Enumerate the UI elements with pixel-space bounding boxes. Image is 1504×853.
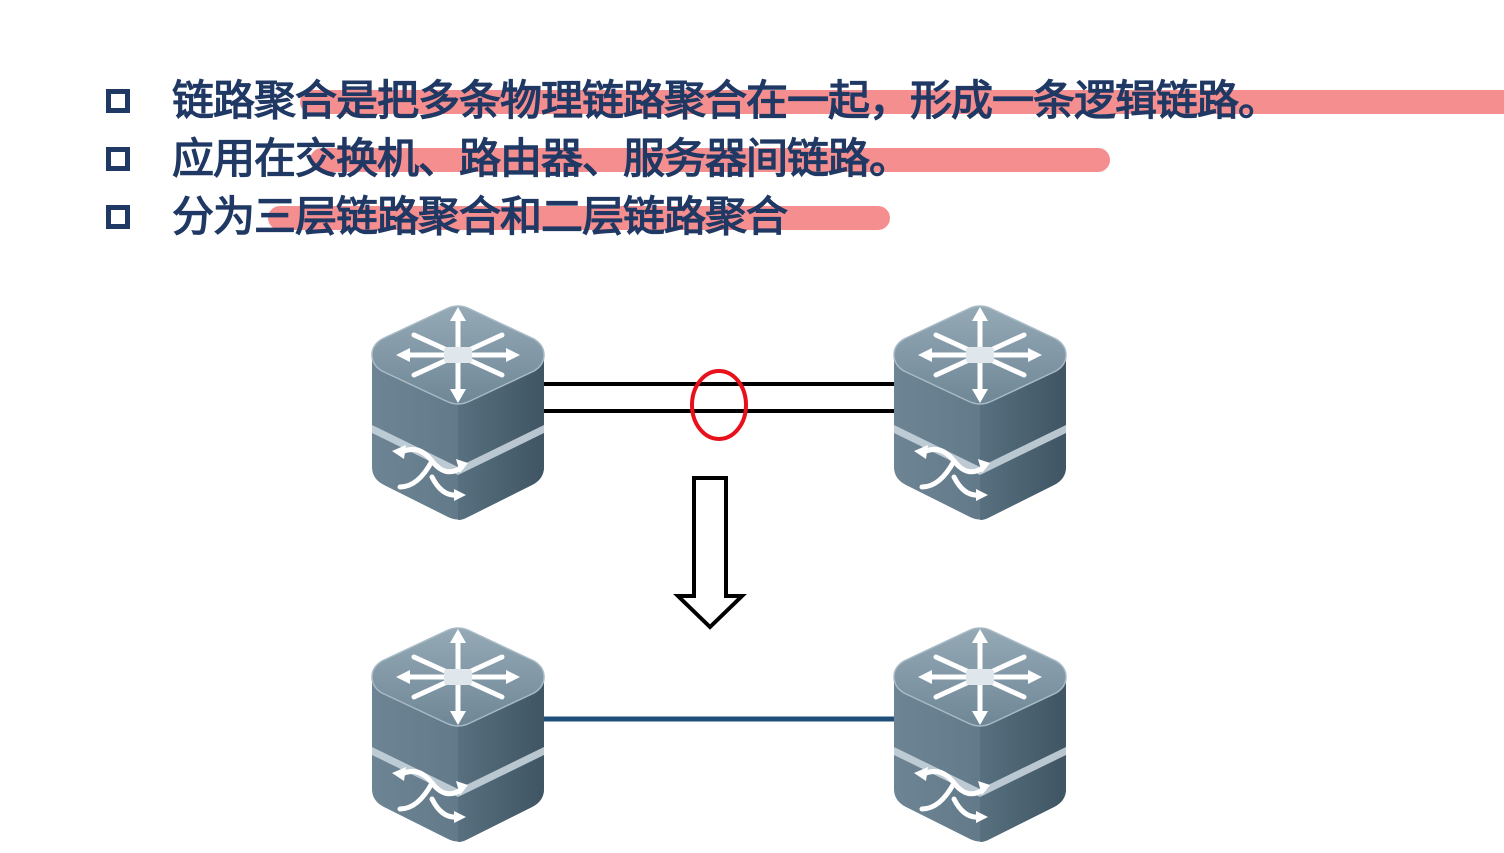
bullet-text: 分为三层链路聚合和二层链路聚合 xyxy=(172,192,788,241)
square-bullet-icon xyxy=(106,205,130,229)
square-bullet-icon xyxy=(106,89,130,113)
down-arrow-icon xyxy=(673,476,747,630)
layer3-switch-icon xyxy=(894,628,1066,842)
highlight-stroke xyxy=(268,206,890,230)
layer3-switch-icon xyxy=(372,628,544,842)
highlight-stroke xyxy=(310,148,1110,172)
highlight-stroke xyxy=(300,90,1504,114)
layer3-switch-icon xyxy=(894,306,1066,520)
square-bullet-icon xyxy=(106,147,130,171)
aggregation-ring xyxy=(690,369,748,441)
bullet-text: 链路聚合是把多条物理链路聚合在一起，形成一条逻辑链路。 xyxy=(172,76,1280,125)
bullet-text: 应用在交换机、路由器、服务器间链路。 xyxy=(172,134,911,183)
layer3-switch-icon xyxy=(372,306,544,520)
